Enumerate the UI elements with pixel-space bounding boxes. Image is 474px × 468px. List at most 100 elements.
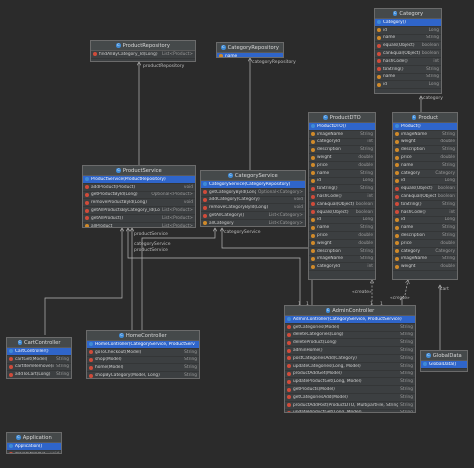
member-row[interactable]: getProducts(Model)String xyxy=(285,386,415,394)
member-row[interactable]: findAllByCategory_Id(Long)List<Product> xyxy=(91,51,195,59)
member-row[interactable]: ProductDTO() xyxy=(309,123,375,131)
member-row[interactable]: equals(Object)boolean xyxy=(309,209,375,217)
member-row[interactable]: name xyxy=(217,53,283,57)
member-row[interactable]: hashCode()int xyxy=(309,193,375,201)
member-row[interactable]: hashCode()int xyxy=(375,58,441,66)
link-label-one2: 1 xyxy=(306,302,309,307)
member-row[interactable]: removeCategoryById(Long)void xyxy=(201,204,305,213)
member-row[interactable]: removeProductById(Long)void xyxy=(83,199,195,208)
member-row[interactable]: addProduct(Product)void xyxy=(83,184,195,192)
member-row[interactable]: toString()String xyxy=(309,185,375,194)
member-row[interactable]: getAllProductsByCategory_Id(Long)List<Pr… xyxy=(83,207,195,215)
member-row[interactable]: equals(Object)boolean xyxy=(375,42,441,51)
member-row[interactable]: hashCode()int xyxy=(393,209,457,217)
member-row[interactable]: cartItemRemove(int)String xyxy=(7,364,71,372)
member-row[interactable]: adminHome()String xyxy=(285,347,415,355)
member-row[interactable]: Product() xyxy=(393,123,457,131)
member-row[interactable]: goToCheckout(Model)String xyxy=(87,349,199,357)
member-row[interactable]: updateCategories(Long, Model)String xyxy=(285,363,415,371)
member-row[interactable]: canEqual(Object)boolean xyxy=(309,201,375,209)
member-row[interactable]: updateProductGet(Long, Model)String xyxy=(285,410,415,412)
member-row[interactable]: canEqual(Object)boolean xyxy=(393,193,457,201)
member-row[interactable]: updateProductGet(Long, Model)String xyxy=(285,378,415,387)
member-row[interactable]: CategoryService(CategoryRepository) xyxy=(201,181,305,189)
member-row[interactable]: ProductService(ProductRepository) xyxy=(83,176,195,184)
member-row[interactable]: toString()String xyxy=(375,66,441,74)
member-row[interactable]: Application() xyxy=(7,443,61,451)
member-row[interactable]: equals(Object)boolean xyxy=(393,185,457,194)
member-row[interactable]: shopByCategory(Model, Long)String xyxy=(87,372,199,378)
member-row[interactable]: canEqual(Object)boolean xyxy=(375,50,441,58)
member-row[interactable]: getAllProduct()List<Product> xyxy=(83,215,195,223)
class-application[interactable]: CApplicationApplication()main(String[])v… xyxy=(6,432,62,454)
member-row[interactable]: productAddGet(Model)String xyxy=(285,371,415,379)
member-row[interactable]: getCategoryById(Long)Optional<Category> xyxy=(201,189,305,197)
member-row[interactable]: deleteProduct(Long)String xyxy=(285,339,415,348)
member-row[interactable]: toString()String xyxy=(393,201,457,209)
member-row[interactable]: main(String[])void xyxy=(7,451,61,453)
member-row[interactable]: getAllCategory()List<Category> xyxy=(201,212,305,220)
member-row[interactable]: addCategory(Category)void xyxy=(201,197,305,205)
member-row[interactable]: Category() xyxy=(375,19,441,27)
member-row[interactable]: getCategories(Model)String xyxy=(285,324,415,332)
member-row[interactable]: CartController() xyxy=(7,348,71,356)
member-row[interactable]: addToCart(Long)String xyxy=(7,371,71,378)
member-row[interactable]: GlobalData() xyxy=(421,361,467,369)
member-row[interactable]: shop(Model)String xyxy=(87,357,199,365)
member-row[interactable]: getProductById(Long)Optional<Product> xyxy=(83,192,195,200)
member-row[interactable]: AdminController(CategoryService, Product… xyxy=(285,316,415,324)
member-row[interactable]: postCategoriesAdd(Category)String xyxy=(285,355,415,363)
member-row[interactable]: cartGet(Model)String xyxy=(7,356,71,364)
member-row[interactable]: HomeController(CategoryService, ProductS… xyxy=(87,341,199,349)
member-row[interactable]: getCategoriesAdd(Model)String xyxy=(285,394,415,402)
member-row[interactable]: home(Model)String xyxy=(87,364,199,373)
member-row[interactable]: productAddPost(ProductDTO, MultipartFile… xyxy=(285,402,415,410)
member-row[interactable]: deleteCategories(Long)String xyxy=(285,332,415,340)
